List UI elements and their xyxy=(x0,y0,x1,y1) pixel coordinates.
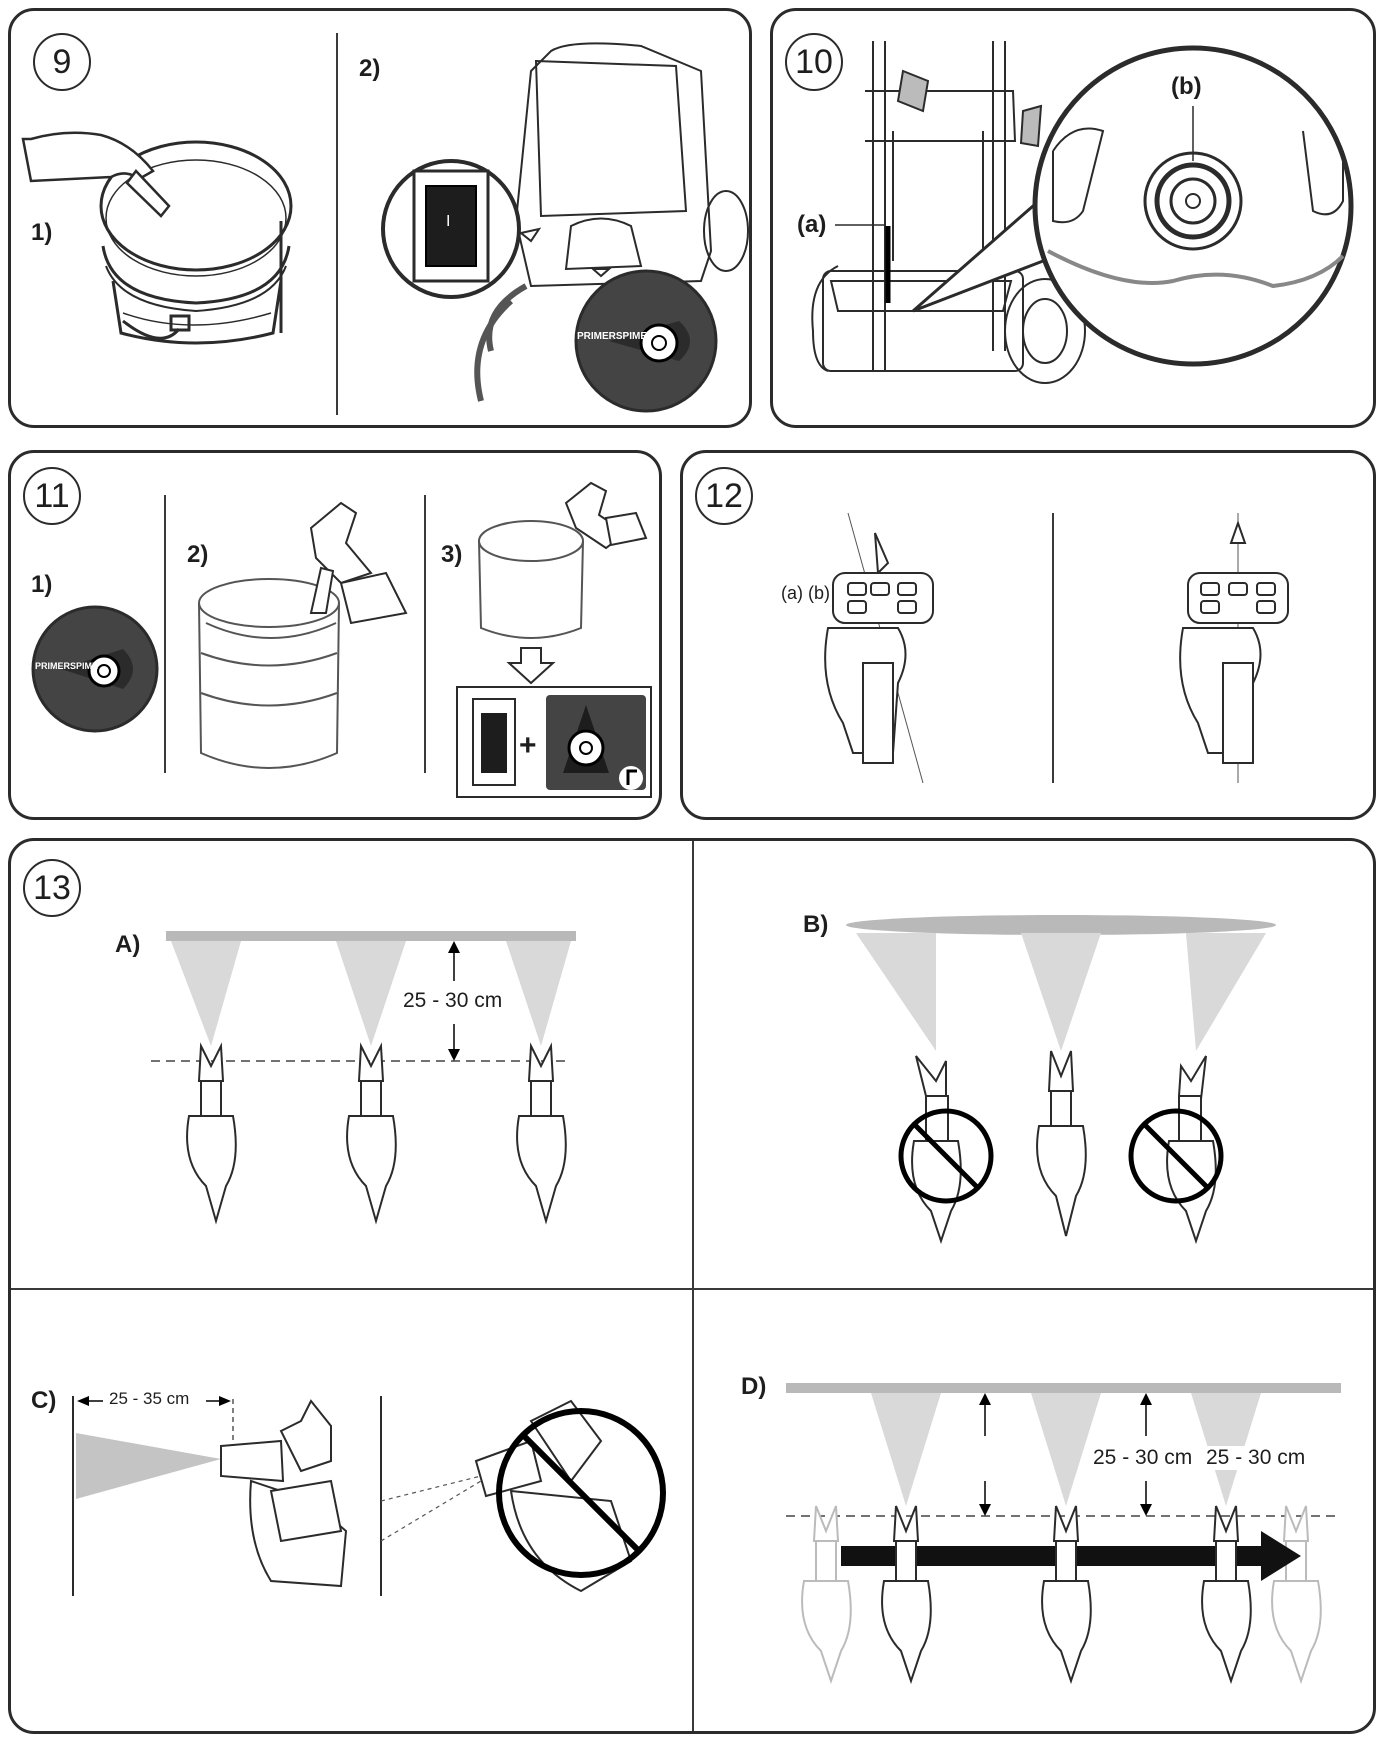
prohibited-icon-2 xyxy=(1128,1108,1224,1204)
distance-label-d2: 25 - 30 cm xyxy=(1204,1446,1308,1470)
spray-tip-misaligned-illustration xyxy=(824,512,934,784)
step-9-panel: 9 1) 2) I PRIMERSPIME xyxy=(8,8,752,428)
spray-gun-angled-illustration xyxy=(474,1399,633,1593)
plus-sign: + xyxy=(519,729,537,762)
filter-closeup xyxy=(1032,45,1354,367)
step-number-10: 10 xyxy=(785,33,843,91)
distance-label-a: 25 - 30 cm xyxy=(401,989,505,1013)
power-switch-closeup xyxy=(381,159,542,299)
distance-label-c: 25 - 35 cm xyxy=(107,1389,192,1409)
prime-knob-closeup xyxy=(574,268,718,413)
prohibited-icon xyxy=(898,1108,994,1204)
variant-label-a: A) xyxy=(115,931,141,958)
step-number-9: 9 xyxy=(33,33,91,91)
variant-label-d: D) xyxy=(741,1373,767,1400)
switch-symbol: I xyxy=(446,213,451,230)
distance-label-d1: 25 - 30 cm xyxy=(1091,1446,1195,1470)
variant-label-b: B) xyxy=(803,911,829,938)
step-number-12: 12 xyxy=(695,467,753,525)
step-10-panel: 10 (a) (b) xyxy=(770,8,1376,428)
step-13-panel: 13 A) 25 - 30 cm B) C) 25 - 35 cm D) 25 … xyxy=(8,838,1376,1734)
callout-a: (a) xyxy=(797,211,827,238)
surface-b xyxy=(846,915,1276,935)
variant-label-c: C) xyxy=(31,1387,57,1414)
substep-label-2: 2) xyxy=(187,541,209,568)
prime-knob-closeup xyxy=(31,605,159,733)
step-12-illustration xyxy=(824,512,1289,784)
substep-label-1: 1) xyxy=(31,219,53,246)
step-10-illustration xyxy=(811,41,1354,384)
spray-gun-hand-illustration xyxy=(309,501,408,625)
paint-can-illustration xyxy=(198,578,340,769)
step-number-11: 11 xyxy=(23,467,81,525)
bucket-illustration xyxy=(99,140,293,345)
sprayer-machine-illustration xyxy=(474,42,749,402)
switch-plus-knob-box xyxy=(456,686,652,798)
prohibited-icon-3 xyxy=(496,1408,666,1578)
paint-can-small-illustration xyxy=(478,520,584,639)
prime-knob-label: PRIMERSPIME xyxy=(577,331,648,342)
callout-ab: (a) (b) xyxy=(781,583,830,603)
prime-knob-label: PRIMERSPIME xyxy=(35,661,99,671)
step-11-panel: 11 1) 2) 3) PRIMERSPIME + xyxy=(8,450,662,820)
step-12-panel: 12 (a) (b) xyxy=(680,450,1376,820)
step-number-13: 13 xyxy=(23,859,81,917)
step-9-illustration xyxy=(21,33,749,415)
spray-gun-side-illustration xyxy=(220,1399,348,1588)
machine-frame-illustration xyxy=(811,41,1086,384)
surface-a xyxy=(166,931,576,941)
spray-tip-aligned-illustration xyxy=(1179,513,1289,783)
substep-label-2: 2) xyxy=(359,55,381,82)
callout-b: (b) xyxy=(1171,73,1202,100)
step-13-illustration xyxy=(11,841,1373,1731)
substep-label-3: 3) xyxy=(441,541,463,568)
hand-illustration xyxy=(21,131,171,218)
spray-gun-hand-illustration-2 xyxy=(564,481,648,550)
surface-d xyxy=(786,1383,1341,1393)
substep-label-1: 1) xyxy=(31,571,53,598)
step-11-illustration xyxy=(31,481,652,798)
